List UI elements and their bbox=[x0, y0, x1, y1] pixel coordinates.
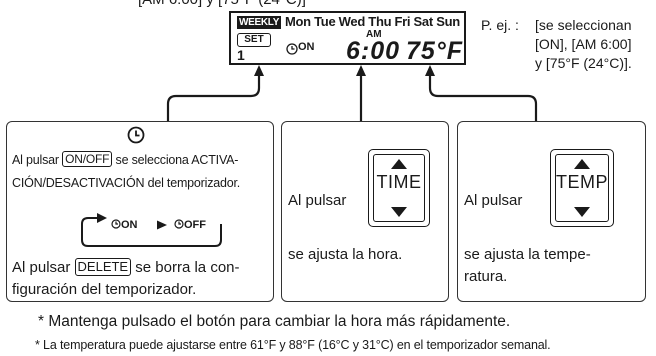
lcd-temperature: 75°F bbox=[406, 37, 464, 65]
program-number: 1 bbox=[237, 47, 245, 63]
temp-post-label-2: ratura. bbox=[464, 268, 508, 285]
panel-onoff-delete: Al pulsar ON/OFF se selecciona ACTIVA- C… bbox=[6, 121, 274, 302]
lcd-time: 6:00 bbox=[346, 37, 401, 65]
time-key-label: TIME bbox=[376, 172, 422, 192]
triangle-up-icon bbox=[574, 159, 590, 169]
example-line-3: y [75°F (24°C)]. bbox=[535, 55, 632, 71]
connector-temp bbox=[428, 74, 538, 121]
clock-icon bbox=[127, 126, 145, 144]
toggle-off: OFF bbox=[174, 219, 206, 231]
temp-pre-label: Al pulsar bbox=[464, 192, 523, 209]
footnote-range: * La temperatura puede ajustarse entre 6… bbox=[35, 338, 551, 352]
example-label: P. ej. : bbox=[481, 17, 519, 33]
clock-icon bbox=[111, 219, 121, 229]
toggle-sequence: ON bbox=[111, 219, 138, 231]
set-indicator: SET bbox=[237, 33, 271, 47]
onoff-button[interactable]: ON/OFF bbox=[62, 151, 113, 167]
onoff-line-2: CIÓN/DESACTIVACIÓN del temporizador. bbox=[12, 176, 241, 190]
connector-onoff bbox=[166, 74, 261, 121]
clock-icon bbox=[286, 43, 298, 55]
footnote-hold: * Mantenga pulsado el botón para cambiar… bbox=[38, 313, 511, 330]
weekly-badge: WEEKLY bbox=[237, 16, 282, 29]
onoff-line-1: Al pulsar ON/OFF se selecciona ACTIVA- bbox=[12, 151, 239, 167]
panel-temp: Al pulsar TEMP se ajusta la tempe- ratur… bbox=[457, 121, 646, 302]
panel-time: Al pulsar TIME se ajusta la hora. bbox=[281, 121, 449, 302]
time-post-label: se ajusta la hora. bbox=[288, 246, 403, 263]
triangle-down-icon bbox=[391, 207, 407, 217]
triangle-down-icon bbox=[574, 207, 590, 217]
delete-line-2: figuración del temporizador. bbox=[12, 281, 197, 298]
time-button[interactable]: TIME bbox=[368, 149, 430, 227]
temp-key-label: TEMP bbox=[555, 172, 608, 192]
toggle-on-label: ON bbox=[121, 219, 138, 231]
time-pre-label: Al pulsar bbox=[288, 192, 347, 209]
delete-line-1: Al pulsar DELETE se borra la con- bbox=[12, 258, 240, 276]
example-line-2: [ON], [AM 6:00] bbox=[535, 36, 632, 52]
lcd-display: WEEKLY Mon Tue Wed Thu Fri Sat Sun SET 1… bbox=[229, 11, 466, 65]
toggle-cycle-arrow bbox=[81, 213, 222, 247]
triangle-up-icon bbox=[391, 159, 407, 169]
clock-icon bbox=[174, 219, 184, 229]
weekday-row: Mon Tue Wed Thu Fri Sat Sun bbox=[285, 14, 460, 29]
arrowhead-time bbox=[356, 65, 366, 76]
arrowhead-onoff bbox=[254, 65, 264, 76]
toggle-off-label: OFF bbox=[184, 219, 206, 231]
temp-post-label-1: se ajusta la tempe- bbox=[464, 246, 591, 263]
delete-button[interactable]: DELETE bbox=[74, 258, 132, 276]
lcd-ampm: AM bbox=[366, 29, 382, 40]
example-line-1: [se seleccionan bbox=[535, 17, 632, 33]
arrowhead-temp bbox=[425, 65, 435, 76]
top-cut-text: [AM 6:00] y [75°F (24°C)] bbox=[138, 0, 306, 8]
lcd-on-label: ON bbox=[298, 41, 315, 53]
temp-button[interactable]: TEMP bbox=[550, 149, 614, 227]
